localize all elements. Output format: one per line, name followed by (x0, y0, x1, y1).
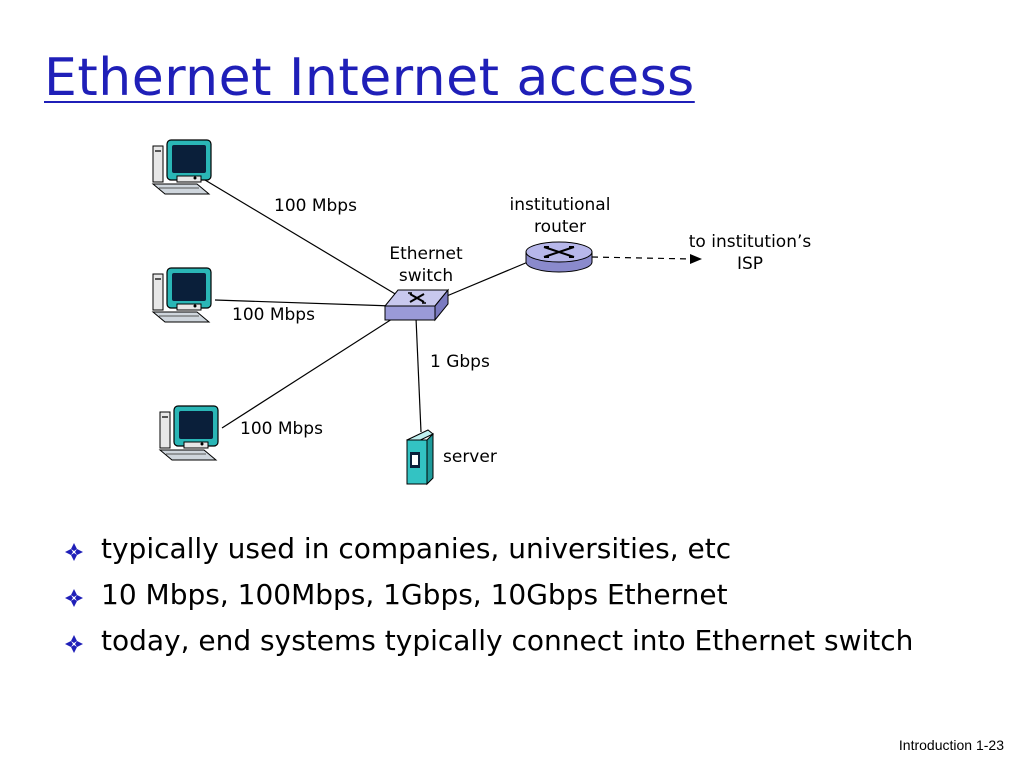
isp-label: to institution’s ISP (664, 231, 836, 275)
host-computer-icon (159, 405, 219, 461)
diamond-bullet-icon (65, 635, 83, 653)
diamond-bullet-icon (65, 589, 83, 607)
slide-footer: Introduction 1-23 (898, 737, 1004, 753)
isp-label-line1: to institution’s (688, 232, 812, 252)
router-label: institutional router (498, 194, 622, 238)
bullet-list: typically used in companies, universitie… (64, 530, 964, 668)
switch-label-line2: switch (398, 266, 454, 286)
router-icon (525, 241, 593, 273)
arrow-head-icon (690, 254, 702, 264)
isp-label-line2: ISP (736, 254, 764, 274)
link-label-top-host: 100 Mbps (274, 196, 357, 216)
server-icon (406, 429, 434, 486)
bullet-text: typically used in companies, universitie… (101, 532, 732, 565)
link-label-mid-host: 100 Mbps (232, 305, 315, 325)
switch-label-line1: Ethernet (389, 244, 463, 264)
slide-title: Ethernet Internet access (44, 48, 695, 108)
link-isp (591, 256, 693, 260)
link-server (415, 317, 422, 433)
link-mid-host (214, 299, 393, 307)
bullet-item: typically used in companies, universitie… (64, 530, 964, 568)
router-label-line1: institutional (509, 195, 611, 215)
link-bottom-host (221, 311, 404, 429)
link-label-server: 1 Gbps (430, 352, 490, 372)
link-router (441, 261, 529, 299)
host-computer-icon (152, 139, 212, 195)
host-computer-icon (152, 267, 212, 323)
link-top-host (204, 179, 413, 305)
bullet-text: today, end systems typically connect int… (101, 624, 914, 657)
ethernet-switch-icon (383, 288, 450, 322)
link-label-bottom-host: 100 Mbps (240, 419, 323, 439)
switch-label: Ethernet switch (378, 243, 474, 287)
diamond-bullet-icon (65, 543, 83, 561)
server-label: server (443, 447, 497, 467)
router-label-line2: router (534, 217, 586, 237)
network-diagram (152, 139, 702, 486)
bullet-item: today, end systems typically connect int… (64, 622, 964, 660)
bullet-item: 10 Mbps, 100Mbps, 1Gbps, 10Gbps Ethernet (64, 576, 964, 614)
bullet-text: 10 Mbps, 100Mbps, 1Gbps, 10Gbps Ethernet (101, 578, 728, 611)
